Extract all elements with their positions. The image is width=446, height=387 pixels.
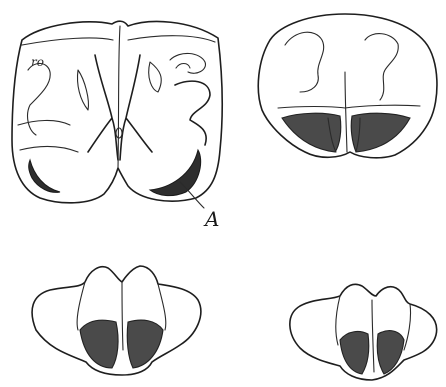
shaded-pyramid-left (340, 332, 369, 374)
shaded-pyramid-left (282, 113, 341, 152)
right-lobe (175, 81, 210, 145)
label-A: A (203, 207, 219, 231)
section-top-left: A ro (12, 21, 222, 231)
midline (345, 72, 347, 152)
horizontal-line (278, 105, 420, 108)
shaded-pyramid-right (377, 331, 404, 374)
shaded-region-left (29, 160, 60, 192)
right-fold (365, 34, 398, 100)
section-outline (258, 14, 437, 158)
central-canal (116, 128, 122, 138)
central-structure (88, 55, 152, 160)
shaded-region-right (150, 150, 201, 196)
upper-band (22, 36, 215, 45)
section-top-right (258, 14, 437, 158)
midline (118, 26, 120, 168)
left-fold (285, 32, 324, 92)
label-ro: ro (31, 55, 44, 69)
left-lower-contour (18, 120, 78, 152)
left-lobe (28, 63, 51, 135)
section-bottom-right (290, 284, 437, 380)
shaded-pyramid-right (127, 320, 163, 368)
section-bottom-left (32, 266, 201, 375)
right-wing (149, 62, 162, 92)
left-wing (77, 70, 88, 110)
shaded-pyramid-left (80, 320, 118, 368)
upper-right-loops (170, 53, 205, 73)
